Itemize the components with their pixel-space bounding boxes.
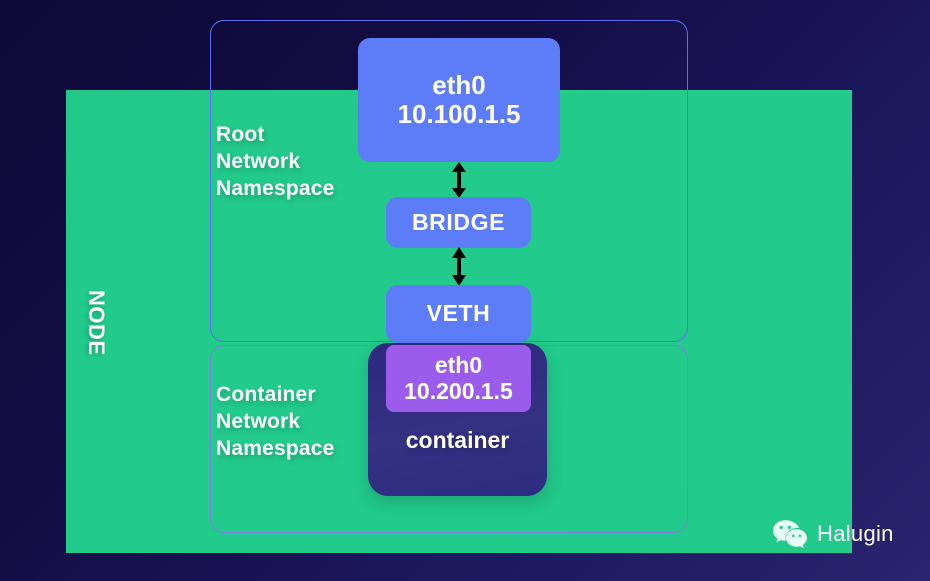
eth0-root-node[interactable]: eth0 10.100.1.5 — [358, 38, 560, 162]
wechat-icon — [773, 520, 807, 549]
veth-node[interactable]: VETH — [386, 285, 531, 343]
arrow-eth0-bridge-icon — [452, 162, 466, 198]
eth0-container-node[interactable]: eth0 10.200.1.5 — [386, 345, 531, 412]
bridge-node[interactable]: BRIDGE — [386, 197, 531, 248]
node-label: NODE — [84, 290, 109, 356]
container-network-namespace-label: Container Network Namespace — [216, 383, 335, 460]
watermark: Halugin — [772, 519, 894, 549]
arrow-bridge-veth-icon — [452, 247, 466, 286]
container-node-label: container — [405, 427, 510, 453]
watermark-text: Halugin — [817, 521, 894, 546]
root-network-namespace-label: Root Network Namespace — [216, 123, 335, 200]
